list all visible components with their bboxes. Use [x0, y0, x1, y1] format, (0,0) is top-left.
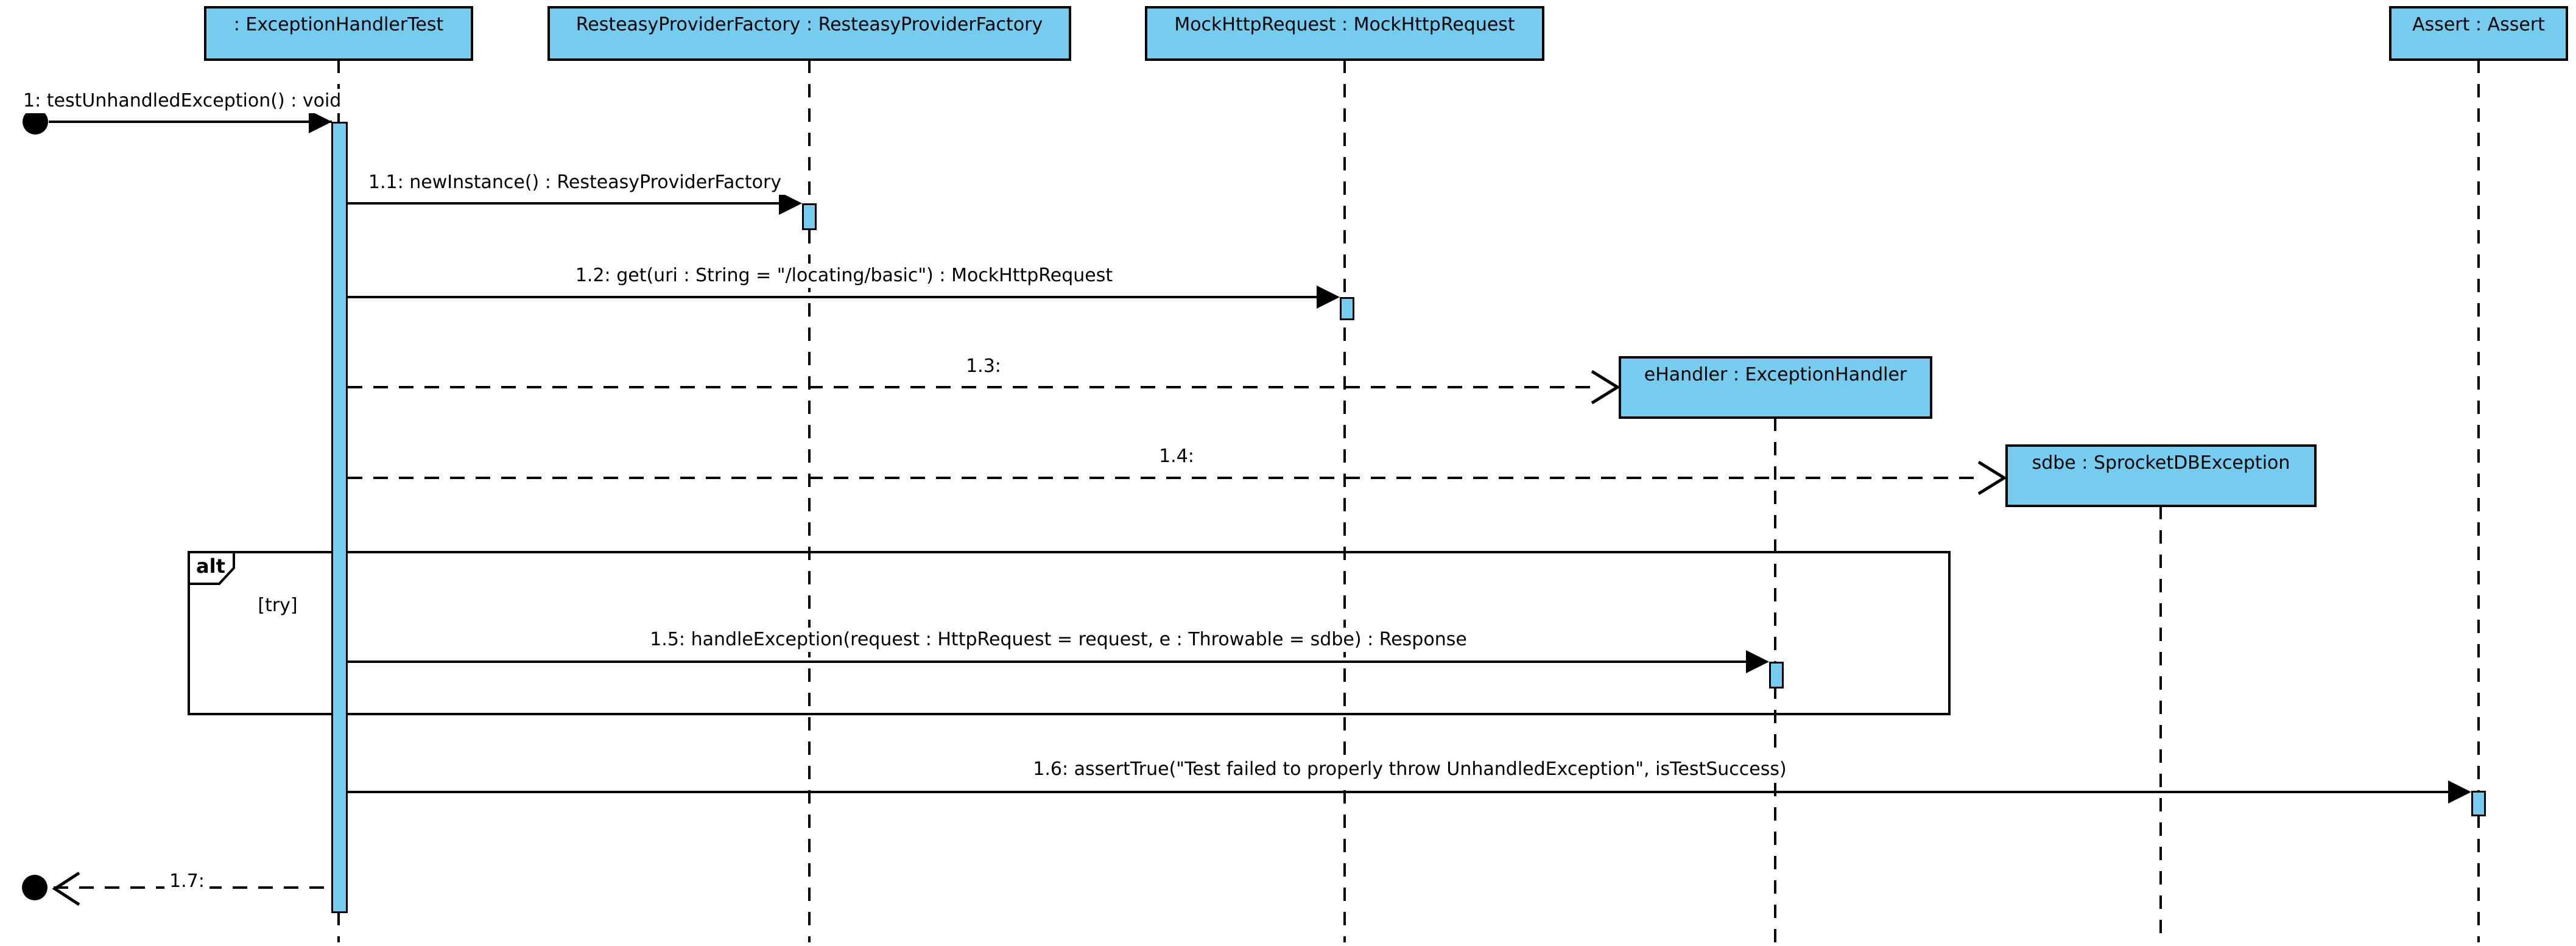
alt-fragment[interactable]	[188, 551, 1951, 715]
message-1-3-label[interactable]: 1.3:	[961, 354, 1006, 379]
lifeline-sdbe[interactable]	[2159, 506, 2162, 942]
object-resteasy-provider-factory[interactable]: ResteasyProviderFactory : ResteasyProvid…	[547, 6, 1071, 61]
message-1-1-arrowhead-icon	[779, 192, 802, 215]
object-exception-handler-test-label: : ExceptionHandlerTest	[233, 14, 444, 35]
alt-guard-label[interactable]: [try]	[254, 594, 301, 617]
alt-operator-pentagon	[188, 551, 235, 585]
lifeline-resteasy-provider-factory[interactable]	[808, 60, 811, 942]
return-end-circle[interactable]	[22, 875, 48, 900]
object-sdbe-label: sdbe : SprocketDBException	[2032, 452, 2290, 474]
object-assert-label: Assert : Assert	[2412, 14, 2545, 35]
message-1-3-line[interactable]	[348, 386, 1592, 388]
lifeline-assert[interactable]	[2477, 60, 2480, 942]
activation-exception-handler-test[interactable]	[331, 122, 348, 913]
found-message-circle[interactable]	[23, 109, 48, 135]
message-1-7-label[interactable]: 1.7:	[164, 869, 209, 894]
message-1-2-arrowhead-icon	[1317, 286, 1340, 309]
message-1-1-line[interactable]	[348, 202, 779, 205]
message-1-6-line[interactable]	[348, 791, 2448, 793]
message-1-6-label[interactable]: 1.6: assertTrue("Test failed to properly…	[1028, 757, 1792, 782]
message-1-7-open-arrowhead-icon	[52, 871, 80, 906]
message-1-3-open-arrowhead-icon	[1591, 370, 1620, 405]
object-ehandler-label: eHandler : ExceptionHandler	[1644, 364, 1907, 385]
message-1-6-arrowhead-icon	[2448, 780, 2471, 804]
object-mock-http-request[interactable]: MockHttpRequest : MockHttpRequest	[1145, 6, 1544, 61]
object-assert[interactable]: Assert : Assert	[2389, 6, 2568, 61]
message-1-label[interactable]: 1: testUnhandledException() : void	[18, 89, 347, 113]
message-1-5-arrowhead-icon	[1746, 650, 1769, 673]
message-1-1-label[interactable]: 1.1: newInstance() : ResteasyProviderFac…	[363, 170, 787, 195]
message-1-4-label[interactable]: 1.4:	[1154, 444, 1199, 469]
message-1-line[interactable]	[49, 121, 332, 123]
alt-operator-label: alt	[196, 555, 225, 578]
object-ehandler[interactable]: eHandler : ExceptionHandler	[1619, 356, 1932, 419]
message-1-4-line[interactable]	[348, 477, 1978, 479]
activation-ehandler[interactable]	[1769, 662, 1784, 688]
activation-assert[interactable]	[2471, 791, 2486, 816]
message-1-arrowhead-icon	[309, 110, 332, 133]
object-resteasy-provider-factory-label: ResteasyProviderFactory : ResteasyProvid…	[575, 14, 1043, 35]
activation-resteasy-provider-factory[interactable]	[802, 203, 817, 230]
message-1-2-line[interactable]	[348, 296, 1317, 298]
object-mock-http-request-label: MockHttpRequest : MockHttpRequest	[1174, 14, 1515, 35]
object-exception-handler-test[interactable]: : ExceptionHandlerTest	[204, 6, 473, 61]
activation-mock-http-request[interactable]	[1340, 297, 1354, 320]
message-1-2-label[interactable]: 1.2: get(uri : String = "/locating/basic…	[570, 264, 1118, 288]
message-1-5-label[interactable]: 1.5: handleException(request : HttpReque…	[645, 628, 1472, 652]
message-1-4-open-arrowhead-icon	[1977, 460, 2007, 496]
object-sdbe[interactable]: sdbe : SprocketDBException	[2005, 444, 2317, 507]
lifeline-mock-http-request[interactable]	[1343, 60, 1346, 942]
message-1-5-line[interactable]	[348, 660, 1746, 663]
